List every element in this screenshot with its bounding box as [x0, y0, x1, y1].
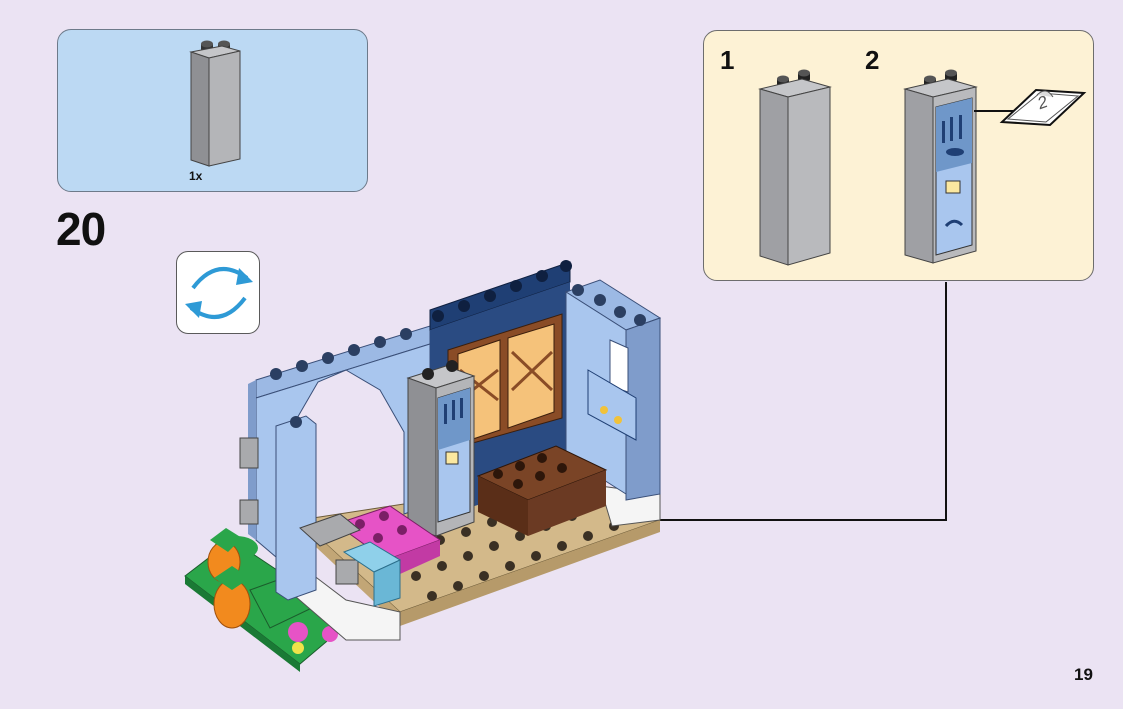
rotate-model-box [176, 251, 260, 334]
parts-list-box: 1x [57, 29, 368, 192]
page-number: 19 [1074, 665, 1093, 684]
grey-brick-part-icon [189, 40, 241, 167]
part-quantity: 1x [189, 169, 203, 183]
substep-2-label: 2 [865, 45, 880, 75]
substep-box: 1 2 2 [703, 30, 1094, 281]
step-number: 20 [56, 203, 106, 255]
substep-2-stickered-brick-icon [903, 69, 1087, 264]
rotate-arrows-icon [185, 267, 253, 319]
callout-connector-line [520, 282, 947, 521]
substep-1-brick-icon [758, 69, 832, 266]
substep-1-label: 1 [720, 45, 735, 75]
